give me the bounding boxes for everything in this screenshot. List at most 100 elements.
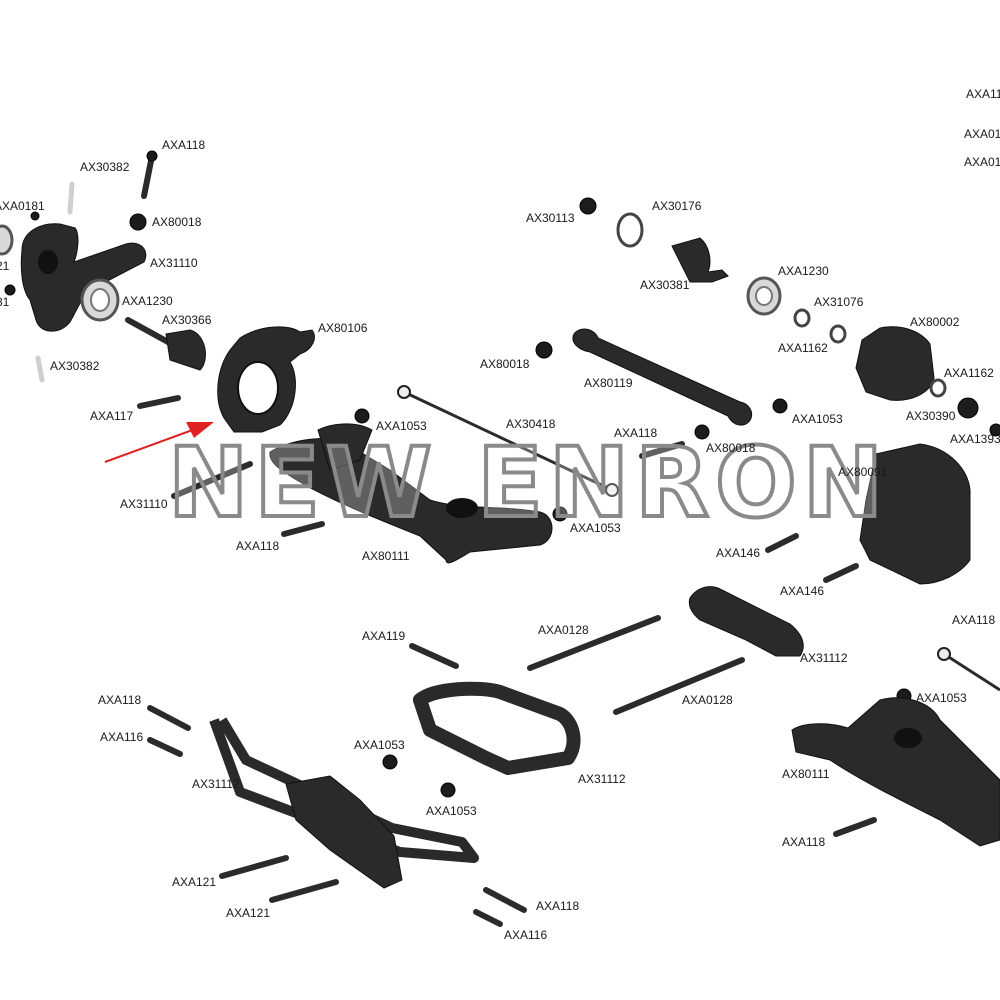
part-labels: AXA118 AX30382 AXA0181 21 81 AX80018 AX3…	[0, 87, 1000, 942]
label-axa1053-a: AXA1053	[376, 419, 427, 433]
rod-axa0128-b	[613, 657, 745, 715]
o-ring-ax30176	[616, 212, 644, 248]
label-axa117: AXA117	[90, 409, 133, 423]
screw-axa118-b	[281, 521, 325, 537]
label-ax30382-b: AX30382	[50, 359, 100, 373]
pin-ax30382-a	[67, 181, 75, 215]
label-ax80111-a: AX80111	[362, 549, 410, 563]
link-ax80119	[572, 328, 753, 426]
label-ax31112-a: AX31112	[800, 651, 848, 665]
label-axa1053-f: AXA1053	[916, 691, 967, 705]
label-21-left: 21	[0, 259, 10, 273]
screw-axa118-a	[141, 153, 155, 199]
label-ax80106: AX80106	[318, 321, 368, 335]
label-axa118-c: AXA118	[614, 426, 657, 440]
label-ax80018-c: AX80018	[706, 441, 756, 455]
screw-axa146-a	[765, 533, 799, 553]
label-axa0128-b: AXA0128	[682, 693, 733, 707]
carrier-hole	[237, 361, 279, 415]
label-axa116-b: AXA116	[504, 928, 547, 942]
arm-mount-ax80111-a	[317, 423, 373, 471]
drive-shaft-right-end	[937, 647, 951, 661]
washer-ax31076	[793, 308, 811, 328]
label-ax30176: AX30176	[652, 199, 702, 213]
label-ax30418: AX30418	[506, 417, 556, 431]
label-axa11-top-right: AXA11	[966, 87, 1000, 101]
lower-arm-ax80111-b	[791, 697, 1000, 847]
bumper-mount-ax31112	[413, 681, 581, 775]
label-axa1162-b: AXA1162	[944, 366, 994, 380]
gear-ax30390	[957, 397, 979, 419]
bearing-axa1230-b-inner	[755, 286, 773, 306]
label-ax80018-a: AX80018	[152, 215, 202, 229]
drive-shaft-end-b	[605, 483, 619, 497]
knuckle-hole	[38, 250, 58, 274]
drive-shaft-end-a	[397, 385, 411, 399]
nut-axa1053-e	[440, 782, 456, 798]
label-ax80119: AX80119	[584, 376, 633, 390]
skid-ax31112-a	[688, 586, 804, 657]
screw-axa121-b	[269, 879, 339, 903]
label-axa0181-left: AXA0181	[0, 199, 45, 213]
label-ax80018-b: AX80018	[480, 357, 530, 371]
label-axa1230-a: AXA1230	[122, 294, 173, 308]
label-ax30390: AX30390	[906, 409, 956, 423]
nut-axa1053-b	[552, 506, 568, 522]
label-81-left: 81	[0, 295, 10, 309]
label-ax30382-a: AX30382	[80, 160, 130, 174]
label-axa01-top-right-2: AXA01	[964, 155, 1000, 169]
gearbox-ax80091	[859, 443, 971, 585]
red-arrow-head	[186, 422, 214, 438]
label-axa116-a: AXA116	[100, 730, 143, 744]
label-ax30113: AX30113	[526, 211, 575, 225]
label-ax30381: AX30381	[640, 278, 690, 292]
screw-axa119	[409, 643, 459, 669]
label-axa1053-e: AXA1053	[426, 804, 477, 818]
red-arrow-shaft	[104, 427, 199, 463]
label-ax80111-b: AX80111	[782, 767, 830, 781]
screw-axa116-a	[147, 737, 183, 757]
lower-arm-a-hole	[446, 498, 478, 518]
screw-axa118-g	[483, 887, 527, 913]
steering-knuckle	[20, 223, 147, 332]
nut-ax30113	[579, 197, 597, 215]
steering-knuckle-group	[0, 150, 206, 409]
label-ax31110-a: AX31110	[150, 256, 198, 270]
label-ax31112-b: AX31112	[192, 777, 240, 791]
label-axa1053-b: AXA1053	[570, 521, 621, 535]
label-ax30366: AX30366	[162, 313, 212, 327]
label-axa118-e: AXA118	[952, 613, 995, 627]
screw-axa116-b	[473, 909, 503, 927]
label-axa146-a: AXA146	[716, 546, 760, 560]
label-axa1230-b: AXA1230	[778, 264, 829, 278]
bearing-left-edge	[0, 224, 14, 256]
ball-stud-ax80018-c	[694, 424, 710, 440]
label-axa118-d: AXA118	[98, 693, 141, 707]
bearing-axa1230-a-inner	[90, 288, 110, 312]
label-axa119: AXA119	[362, 629, 405, 643]
label-axa118-a: AXA118	[162, 138, 205, 152]
screw-axa118-f	[833, 817, 877, 837]
label-axa146-b: AXA146	[780, 584, 824, 598]
label-ax31076: AX31076	[814, 295, 864, 309]
label-axa118-f: AXA118	[782, 835, 825, 849]
drive-cup-ax30366	[165, 329, 206, 371]
label-axa0128-a: AXA0128	[538, 623, 589, 637]
nut-axa1053-c	[772, 398, 788, 414]
screw-axa117	[137, 395, 181, 409]
label-axa121-b: AXA121	[226, 906, 270, 920]
label-axa118-b: AXA118	[236, 539, 279, 553]
outdrive-ax30381	[671, 237, 729, 283]
label-axa1053-d: AXA1053	[354, 738, 405, 752]
ball-stud-ax80018-b	[535, 341, 553, 359]
washer-axa1162-b	[929, 378, 947, 398]
lower-arm-ax80111-a	[269, 438, 553, 564]
label-ax80002: AX80002	[910, 315, 960, 329]
small-nut-left-2	[4, 284, 16, 296]
label-axa1393: AXA1393	[950, 432, 1000, 446]
pin-ax30382-b	[35, 355, 45, 383]
label-ax31110-b: AX31110	[120, 497, 168, 511]
label-ax31112-c: AX31112	[578, 772, 626, 786]
drive-shaft-ax30418	[403, 390, 613, 492]
